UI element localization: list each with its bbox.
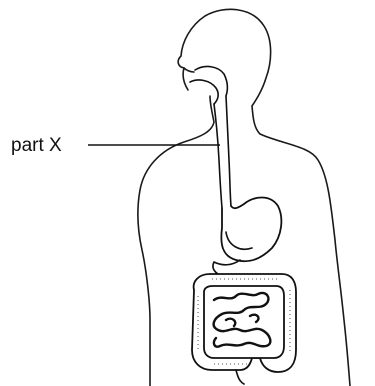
nasal-cavity [195,67,227,96]
face-profile-detail [184,68,194,72]
part-x-label: part X [11,135,62,156]
appendix [236,370,244,384]
mouth-cavity [190,80,218,104]
esophagus-left-wall [214,104,222,208]
stomach [221,198,281,262]
esophagus-right-wall [226,96,231,206]
